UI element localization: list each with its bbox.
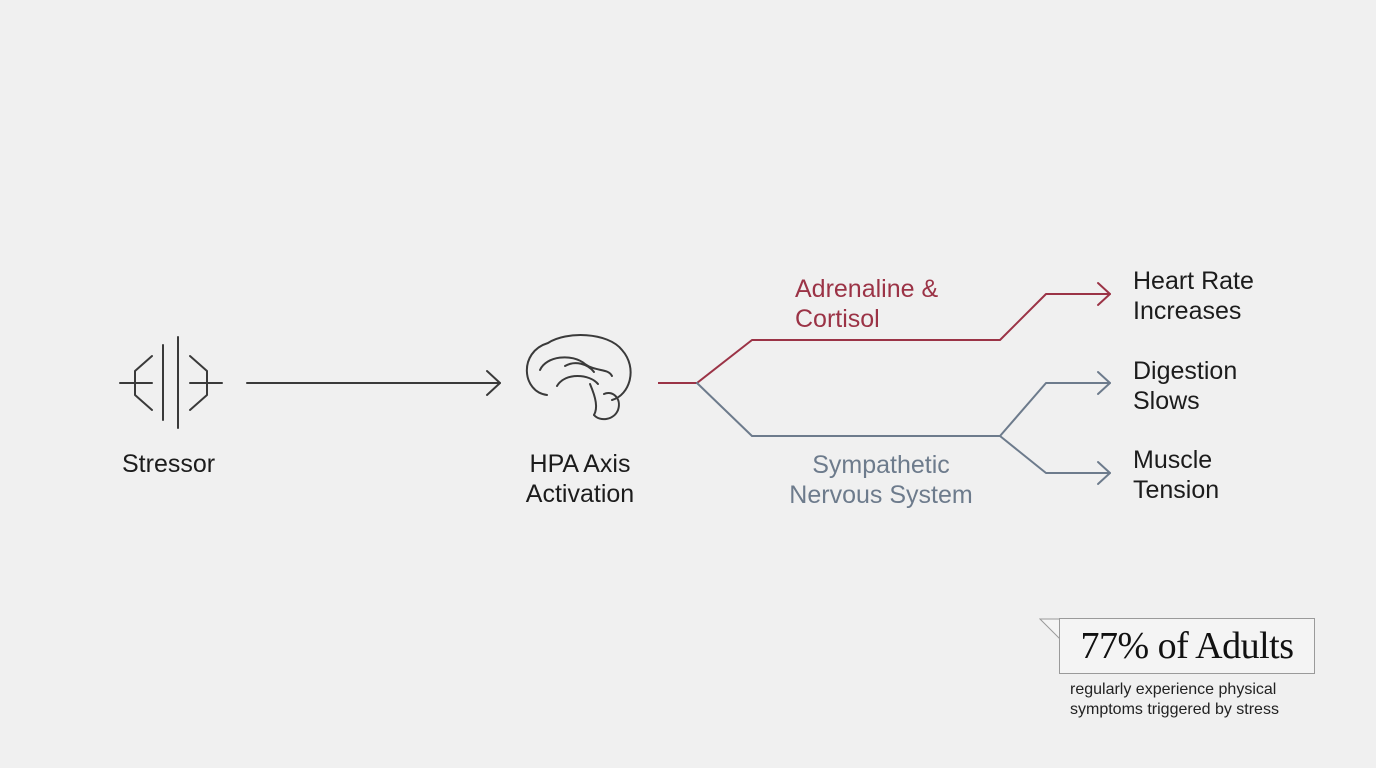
digestion-label: Digestion Slows: [1133, 357, 1238, 415]
stressor-icon: [119, 336, 223, 429]
stat-callout: 77% of Adults: [1059, 618, 1315, 674]
hpa-axis-label: HPA Axis Activation: [525, 450, 635, 508]
adrenaline-cortisol-label: Adrenaline & Cortisol: [795, 275, 939, 333]
nervous-path: [696, 371, 1111, 485]
brain-icon: [525, 334, 632, 421]
arrow-stressor-to-hpa: [246, 370, 501, 396]
sympathetic-nervous-system-label: Sympathetic Nervous System: [789, 451, 973, 509]
hormone-path: [696, 282, 1111, 384]
stat-callout-tab: [1039, 618, 1061, 640]
stressor-label: Stressor: [122, 450, 216, 478]
muscle-tension-label: Muscle Tension: [1133, 446, 1220, 504]
stat-caption: regularly experience physical symptoms t…: [1070, 681, 1279, 718]
stat-value: 77% of Adults: [1080, 625, 1294, 667]
heart-rate-label: Heart Rate Increases: [1133, 267, 1254, 325]
